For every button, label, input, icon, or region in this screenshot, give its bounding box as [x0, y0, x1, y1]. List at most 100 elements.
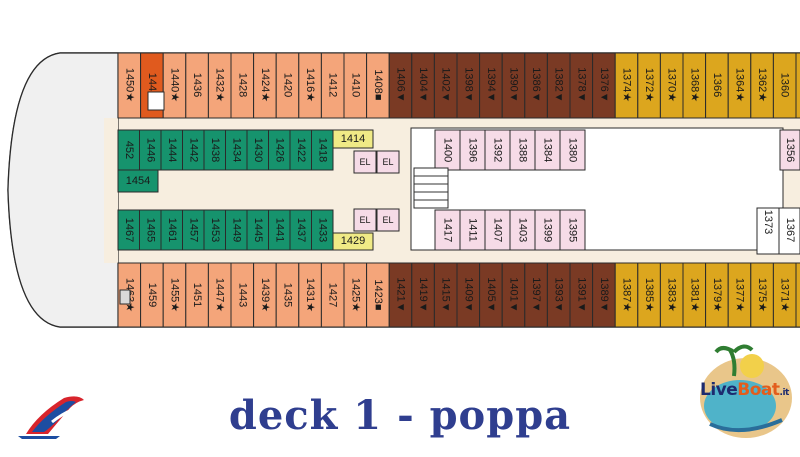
- cabin-number: 1450★: [123, 68, 135, 102]
- green-cabin-top: [311, 129, 334, 171]
- inner-cabin-top: [509, 129, 536, 171]
- liveboat-logo-text: LiveBoat.it: [700, 380, 789, 400]
- stern-gap-top: [104, 118, 118, 263]
- elevator-label: EL: [382, 157, 393, 167]
- cabin-number: 1442: [187, 138, 199, 162]
- cabin-number: 1397▼: [530, 277, 542, 312]
- cabin-number: 1383★: [666, 278, 678, 312]
- service-area-label: 1414: [341, 133, 365, 145]
- service-area-label: 1429: [341, 235, 365, 247]
- cabin-number: 1419▼: [417, 277, 429, 312]
- cabin-number: 1381★: [688, 278, 700, 312]
- cabin-number: 1447★: [214, 278, 226, 312]
- cabin-number: 1401▼: [508, 277, 520, 312]
- cabin-number: 1400: [442, 138, 454, 162]
- cabin-number: 1404▼: [417, 67, 429, 102]
- cabin-number: 1408■: [372, 69, 384, 100]
- cabin-number: 1386▼: [530, 67, 542, 102]
- liveboat-logo: [700, 344, 792, 438]
- cabin-number: 1402▼: [440, 67, 452, 102]
- cabin-number: 1368★: [688, 68, 700, 102]
- cabin-number: 1393▼: [553, 277, 565, 312]
- cabin-number: 1407: [492, 218, 504, 242]
- cabin-number: 1356: [784, 138, 796, 162]
- cabin-number: 1465: [144, 218, 156, 242]
- cabin-number: 1412: [327, 73, 339, 97]
- carnival-funnel-logo: [18, 396, 84, 439]
- cabin-number: 1380: [567, 138, 579, 162]
- cabin-number: 1459: [146, 283, 158, 307]
- cabin-right-top: [779, 129, 800, 171]
- inner-cabin-bottom: [459, 209, 486, 251]
- cabin-number: 1410: [349, 73, 361, 97]
- elevator: [376, 208, 400, 232]
- cabin-number: 1378▼: [575, 67, 587, 102]
- cabin-number: 1421▼: [395, 277, 407, 312]
- cabin-number: 1455★: [169, 278, 181, 312]
- cabin-right-mid: [778, 207, 800, 255]
- cabin-number: 1446: [144, 138, 156, 162]
- cabin-top: [795, 52, 800, 119]
- inner-cabin-top: [459, 129, 486, 171]
- cabin-number: 1387★: [621, 278, 633, 312]
- cabin-number: 1425★: [349, 278, 361, 312]
- cabin-number: 1415▼: [440, 277, 452, 312]
- cabin-number: 1422: [295, 138, 307, 162]
- cabin-number: 1416★: [304, 68, 316, 102]
- cabin-number: 1443: [236, 283, 248, 307]
- cabin-number: 1374★: [621, 68, 633, 102]
- cabin-number: 1364★: [734, 68, 746, 102]
- inner-cabin-bottom: [559, 209, 586, 251]
- cabin-number: 1367: [784, 218, 796, 242]
- bottom-cabin-row: 1463★14591455★14511447★14431439★14351431…: [117, 262, 800, 328]
- elevator: [376, 150, 400, 174]
- service-area-top: [332, 129, 374, 149]
- cabin-number: 1454: [126, 175, 150, 187]
- cabin-number: 1411: [467, 218, 479, 242]
- elevator-label: EL: [359, 157, 370, 167]
- cabin-number: 1444: [166, 138, 178, 162]
- cabin-number: 1372★: [643, 68, 655, 102]
- elevator: [353, 208, 377, 232]
- cabin-number: 1467: [123, 218, 135, 242]
- cabin-number: 1385★: [643, 278, 655, 312]
- cabin-number: 1433: [316, 218, 328, 242]
- cabin-number: 1409▼: [462, 277, 474, 312]
- cabin-number: 1432★: [214, 68, 226, 102]
- inner-cabin-bottom: [534, 209, 561, 251]
- cabin-number: 1453: [209, 218, 221, 242]
- cabin-number: 1424★: [259, 68, 271, 102]
- cabin-number: 1366: [711, 73, 723, 97]
- cabin-number: 1423■: [372, 279, 384, 310]
- cabin-number: 1445: [252, 218, 264, 242]
- cabin-number: 1431★: [304, 278, 316, 312]
- cabin-number: 1375★: [756, 278, 768, 312]
- cabin-number: 1418: [316, 138, 328, 162]
- cabin-number: 1399: [542, 218, 554, 242]
- cabin-number: 1437: [295, 218, 307, 242]
- cabin-number: 1439★: [259, 278, 271, 312]
- green-cabin-single: [117, 169, 159, 193]
- cabin-number: 1406▼: [395, 67, 407, 102]
- cabin-number: 1370★: [666, 68, 678, 102]
- cabin-number: 1373: [762, 210, 774, 234]
- cabin-number: 1417: [442, 218, 454, 242]
- cabin-number: 1384: [542, 138, 554, 162]
- stair-icon: [119, 289, 131, 305]
- cabin-number: 1448: [146, 73, 158, 97]
- stair-icon: [147, 91, 165, 111]
- cabin-number: 1382▼: [553, 67, 565, 102]
- stern-area: [7, 52, 119, 328]
- cabin-number: 1441: [273, 218, 285, 242]
- cabin-number: 1360: [779, 73, 791, 97]
- cabin-number: 452: [123, 141, 135, 159]
- deck-title: deck 1 - poppa: [228, 392, 572, 439]
- cabin-number: 1430: [252, 138, 264, 162]
- cabin-number: 1377★: [734, 278, 746, 312]
- cabin-number: 1395: [567, 218, 579, 242]
- inner-cabin-top: [559, 129, 586, 171]
- cabin-number: 1436: [191, 73, 203, 97]
